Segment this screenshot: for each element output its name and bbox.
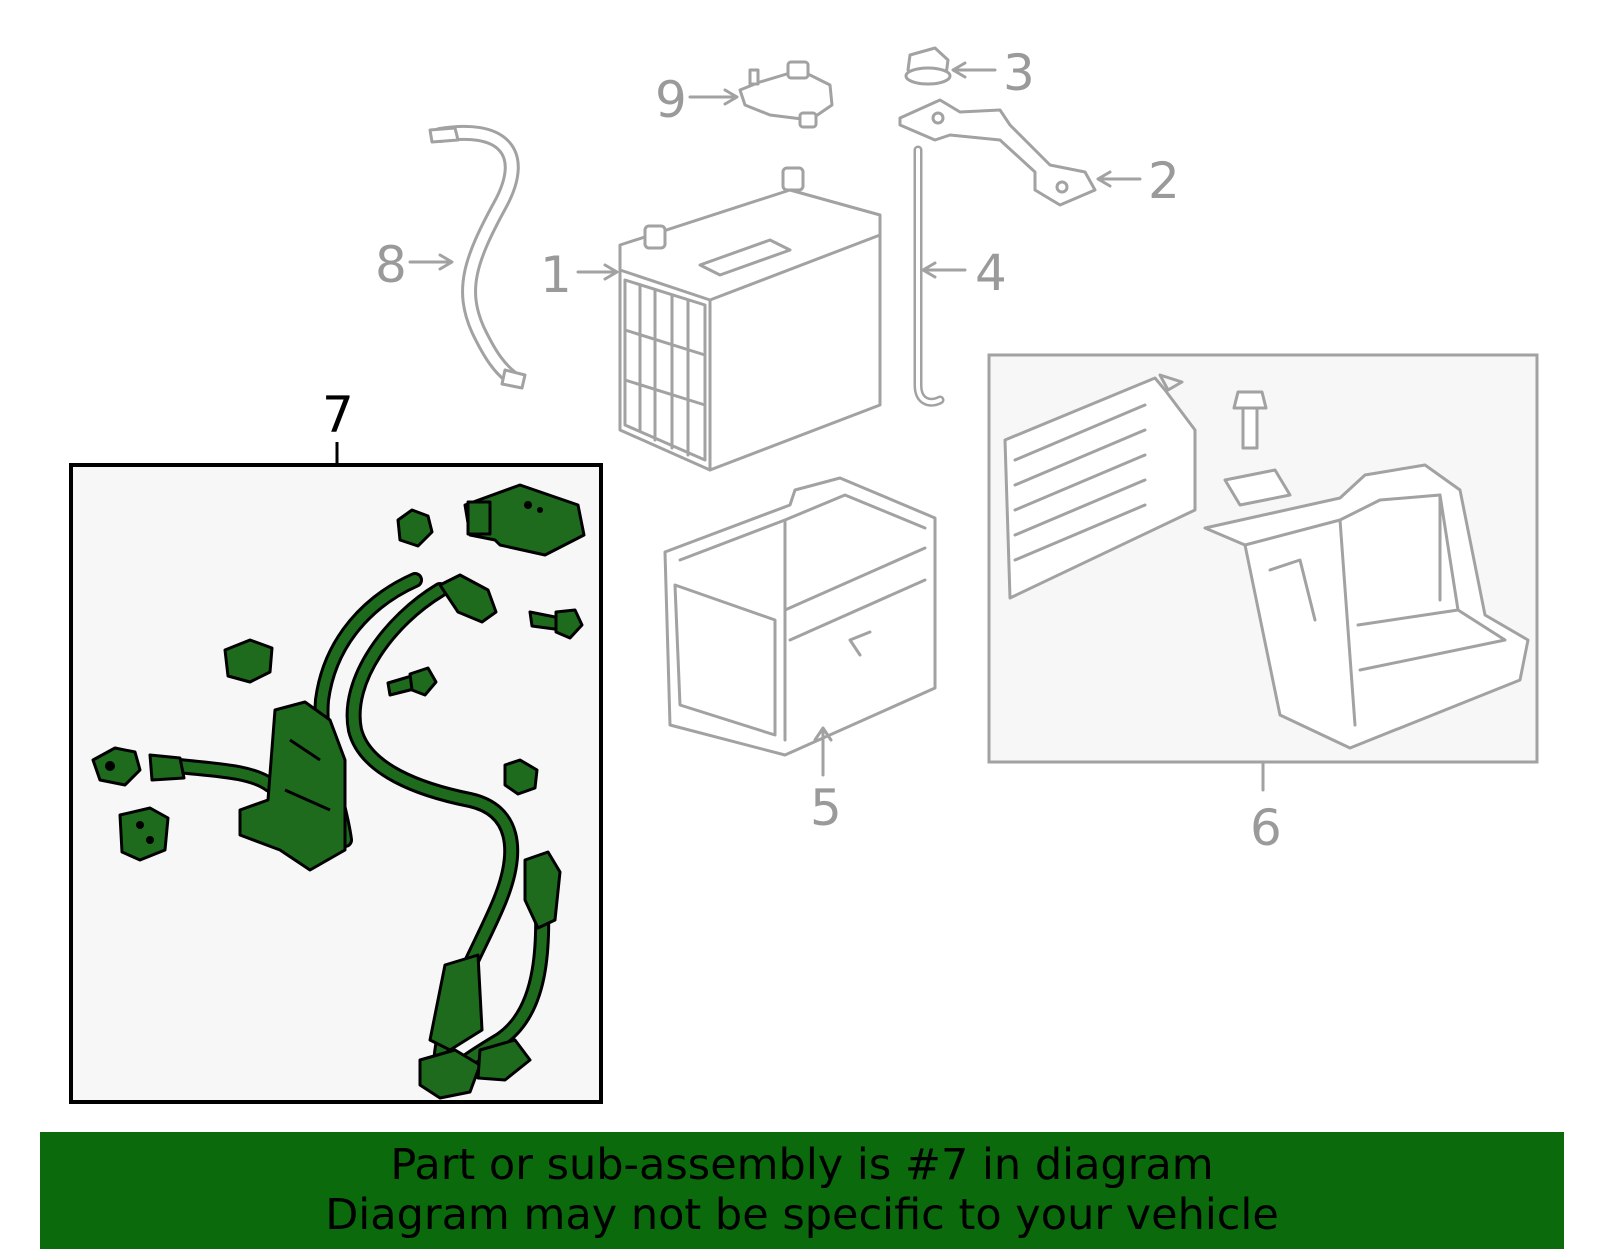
- banner-line-1: Part or sub-assembly is #7 in diagram: [390, 1140, 1214, 1190]
- info-banner: Part or sub-assembly is #7 in diagram Di…: [40, 1132, 1564, 1249]
- callout-6: 6: [1250, 799, 1282, 857]
- part-9-sensor[interactable]: [738, 60, 834, 129]
- callout-8: 8: [375, 236, 407, 294]
- part-7-cable-assembly[interactable]: [69, 463, 603, 1104]
- part-2-hold-down-bracket[interactable]: [898, 98, 1097, 207]
- part-3-nut[interactable]: [904, 46, 952, 86]
- part-6-panel[interactable]: [987, 353, 1539, 764]
- banner-line-2: Diagram may not be specific to your vehi…: [325, 1190, 1279, 1240]
- part-4-hold-down-rod[interactable]: [913, 145, 945, 407]
- callout-5: 5: [810, 779, 842, 837]
- callout-1: 1: [540, 246, 572, 304]
- callout-9: 9: [655, 71, 687, 129]
- part-8-ground-cable[interactable]: [428, 124, 527, 390]
- callout-4: 4: [975, 244, 1007, 302]
- part-1-battery[interactable]: [618, 166, 882, 472]
- callout-3: 3: [1003, 44, 1035, 102]
- callout-2: 2: [1148, 152, 1180, 210]
- callout-7: 7: [322, 386, 354, 444]
